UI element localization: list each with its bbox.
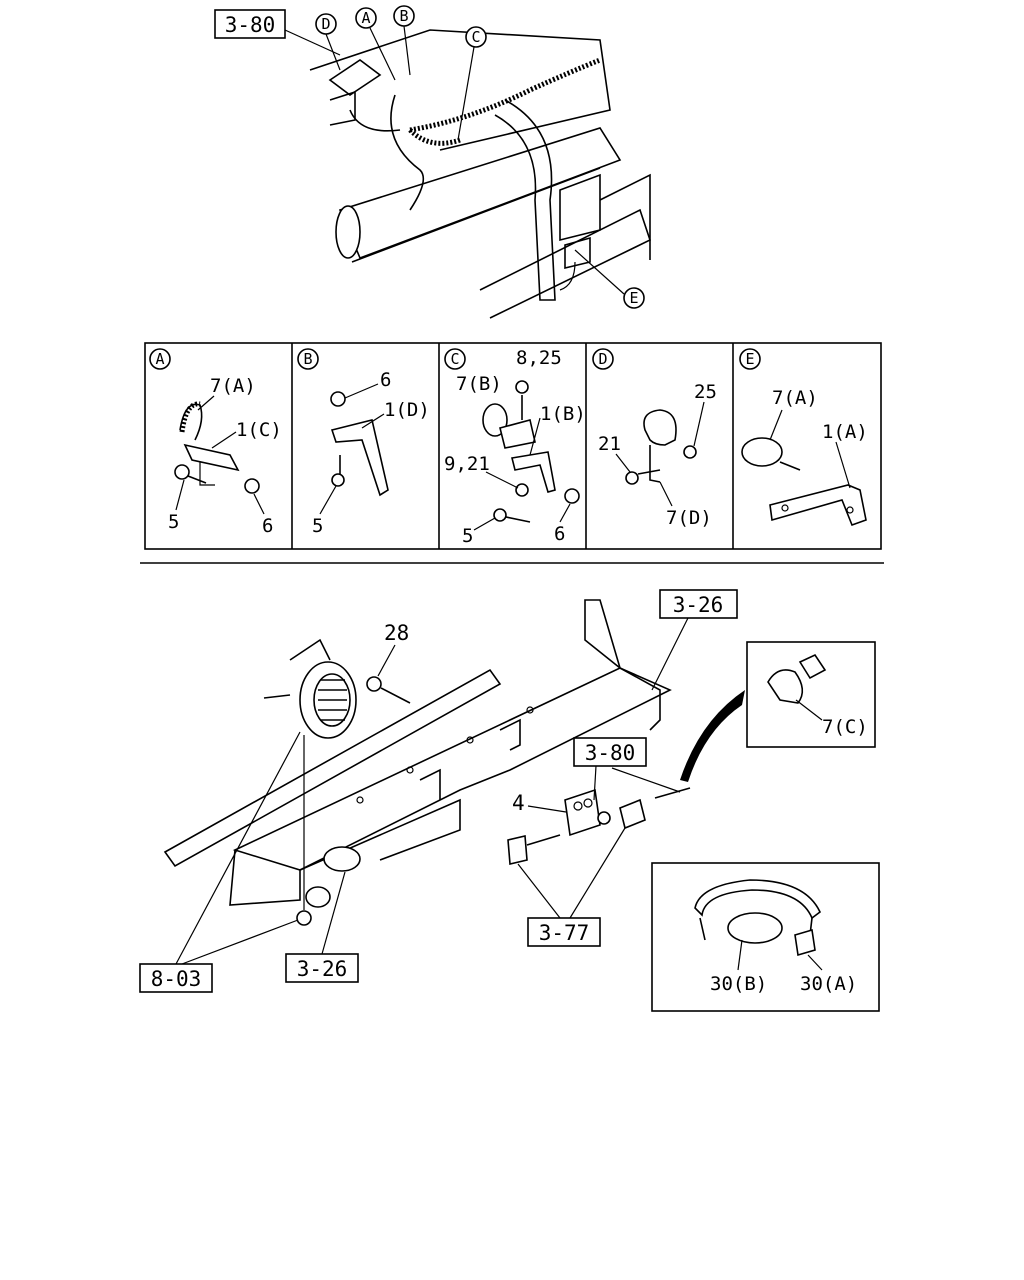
ref-box-3-77-label: 3-77 (539, 921, 590, 945)
label-7a-e: 7(A) (772, 387, 818, 409)
label-9-21: 9,21 (444, 453, 490, 475)
svg-text:E: E (629, 289, 638, 307)
label-5: 5 (168, 511, 179, 533)
inset-pointer (680, 690, 745, 782)
label-7b: 7(B) (456, 373, 502, 395)
ref-box-3-26-top (659, 589, 738, 619)
svg-text:A: A (361, 9, 370, 27)
svg-text:A: A (155, 350, 164, 368)
bottom-assembly-drawing (163, 599, 691, 926)
svg-text:C: C (450, 350, 459, 368)
label-1a: 1(A) (822, 421, 868, 443)
label-6c: 6 (554, 523, 565, 545)
svg-text:B: B (303, 350, 312, 368)
svg-text:D: D (321, 15, 330, 33)
callout-b-top: B (393, 5, 415, 76)
label-4: 4 (512, 791, 525, 815)
label-7a: 7(A) (210, 375, 256, 397)
svg-text:7(C): 7(C) (822, 716, 868, 738)
svg-text:B: B (399, 7, 408, 25)
ref-box-3-80-top (214, 9, 286, 39)
svg-text:30(A): 30(A) (800, 973, 857, 995)
inset-clip-7c: 7(C) (746, 641, 876, 748)
label-6: 6 (262, 515, 273, 537)
detail-b: B 6 1(D) 5 (297, 348, 430, 537)
ref-box-3-80-bottom-label: 3-80 (585, 741, 636, 765)
svg-text:D: D (598, 350, 607, 368)
label-21d: 21 (598, 433, 621, 455)
detail-panel-frame (144, 342, 882, 550)
label-25d: 25 (694, 381, 717, 403)
ref-box-3-80-top-label: 3-80 (225, 13, 276, 37)
svg-text:C: C (471, 28, 480, 46)
svg-text:E: E (745, 350, 754, 368)
label-8-25: 8,25 (516, 347, 562, 369)
callout-e-top: E (574, 249, 645, 309)
label-7d: 7(D) (666, 507, 712, 529)
detail-d: D 25 21 7(D) (592, 348, 717, 529)
detail-c: C 8,25 7(B) 1(B) 9,21 5 6 (444, 347, 586, 547)
label-1b: 1(B) (540, 403, 586, 425)
ref-box-3-26-bottom-label: 3-26 (297, 957, 348, 981)
callout-a-top: A (355, 7, 396, 81)
label-1d: 1(D) (384, 399, 430, 421)
ref-box-3-80-bottom (573, 737, 647, 767)
label-1c: 1(C) (236, 419, 282, 441)
label-5c: 5 (462, 525, 473, 547)
detail-a: A 7(A) 1(C) 5 6 (149, 348, 282, 537)
label-28: 28 (384, 621, 409, 645)
callout-c-top: C (457, 26, 487, 141)
ref-box-8-03-label: 8-03 (151, 967, 202, 991)
label-5b: 5 (312, 515, 323, 537)
label-6b: 6 (380, 369, 391, 391)
svg-text:30(B): 30(B) (710, 973, 767, 995)
top-assembly-drawing (309, 29, 651, 319)
ref-box-3-26-top-label: 3-26 (673, 593, 724, 617)
callout-d-top: D (315, 13, 341, 71)
inset-clamp-30: 30(B) 30(A) (651, 862, 880, 1012)
detail-e: E 7(A) 1(A) (739, 348, 868, 527)
ref-box-3-77 (527, 917, 601, 947)
